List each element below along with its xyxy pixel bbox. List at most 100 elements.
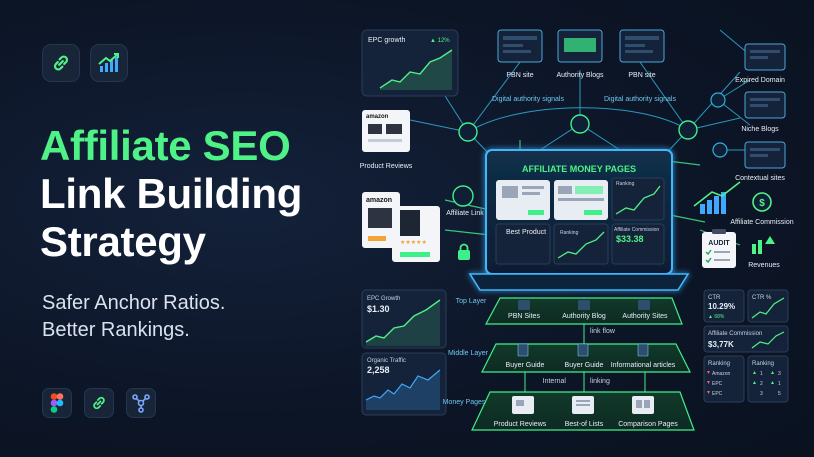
commission-bars: $ xyxy=(693,181,772,214)
ranking-2-right-2: 1 xyxy=(778,381,781,387)
ranking-2-title: Ranking xyxy=(752,361,774,367)
growth-chart-icon xyxy=(98,53,119,72)
top-site-label-1: PBN site xyxy=(506,72,533,79)
ranking-1-markers xyxy=(707,371,710,394)
top-layer-icons xyxy=(518,300,650,310)
reviews-label: Product Reviews xyxy=(360,163,413,170)
right-node-cards xyxy=(744,43,786,169)
commission-value: $33.38 xyxy=(616,234,644,244)
middle-layer-item-2: Buyer Guide xyxy=(565,362,604,369)
linking-label: linking xyxy=(590,378,610,385)
epc-card-title: EPC growth xyxy=(368,37,405,44)
commission-card-value: $3,77K xyxy=(708,340,734,349)
commission-card xyxy=(703,325,789,353)
link-icon-tile[interactable] xyxy=(42,44,80,82)
svg-text:$: $ xyxy=(759,198,765,209)
ctr-value: 10.29% xyxy=(708,302,735,311)
revenue-arrow-icon xyxy=(752,236,775,254)
layer-label-middle: Middle Layer xyxy=(448,350,489,357)
subheadline-line-1: Safer Anchor Ratios. xyxy=(42,292,226,314)
amazon-card-stars: ★★★★★ xyxy=(400,239,427,246)
ranking-2-markers xyxy=(753,371,774,384)
epc-growth-card-bottom xyxy=(361,289,447,349)
epc-bottom-value: $1.30 xyxy=(367,304,390,314)
ranking-2-row-1: 1 xyxy=(760,371,763,377)
product-reviews-card: amazon xyxy=(362,110,410,152)
top-site-label-2: Authority Blogs xyxy=(556,72,604,79)
money-page-tiles xyxy=(495,177,665,265)
layer-label-top: Top Layer xyxy=(456,298,487,305)
audit-label: AUDIT xyxy=(708,240,730,247)
link-icon xyxy=(53,55,69,71)
headline-line-1: Affiliate SEO xyxy=(40,122,291,169)
headline-line-2: Link Building xyxy=(40,170,303,217)
ranking-1-row-1: Amazon xyxy=(712,371,731,377)
ranking-1-title: Ranking xyxy=(708,361,730,367)
affiliate-link-label: Affiliate Link xyxy=(446,210,484,217)
money-pages-title: AFFILIATE MONEY PAGES xyxy=(522,164,636,174)
link-icon-tile-small[interactable] xyxy=(84,388,114,418)
money-tile-label-1: Ranking xyxy=(616,181,635,187)
subheadline-line-2: Better Rankings. xyxy=(42,319,190,341)
network-icon xyxy=(132,394,150,413)
dollar-icon xyxy=(752,192,772,212)
middle-layer-item-3: Informational articles xyxy=(611,362,676,369)
ctr-card xyxy=(703,289,745,323)
link-flow-label: link flow xyxy=(590,328,616,335)
middle-layer-icons xyxy=(517,343,649,357)
ranking-2-right-1: 3 xyxy=(778,371,781,377)
money-item-2: Best-of Lists xyxy=(565,421,604,428)
ctr-pct-title: CTR % xyxy=(752,295,772,301)
ctr-delta: ▲ 68% xyxy=(708,314,725,320)
epc-growth-card-top: EPC growth ▲ 12% xyxy=(361,29,459,97)
money-layer-icons xyxy=(512,396,654,414)
right-node-label-1: Expired Domain xyxy=(735,77,785,84)
top-layer-item-2: Authority Blog xyxy=(562,313,606,320)
ranking-2-right-3: 5 xyxy=(778,391,781,397)
epc-bottom-title: EPC Growth xyxy=(367,296,400,302)
money-item-3: Comparison Pages xyxy=(618,421,678,428)
signals-label-2: Digital authority signals xyxy=(604,96,676,103)
amazon-card-brand: amazon xyxy=(366,197,392,204)
epc-card-delta: ▲ 12% xyxy=(430,38,450,44)
ctr-title: CTR xyxy=(708,295,721,301)
lock-icon xyxy=(458,243,470,260)
money-item-1: Product Reviews xyxy=(494,421,547,428)
ranking-2-row-2: 2 xyxy=(760,381,763,387)
signals-label-1: Digital authority signals xyxy=(492,96,564,103)
ranking-card-1 xyxy=(703,355,745,403)
link-icon xyxy=(93,396,105,410)
figma-icon xyxy=(50,393,64,413)
ranking-1-row-3: EPC xyxy=(712,391,723,397)
right-node-label-2: Niche Blogs xyxy=(741,126,779,133)
traffic-title: Organic Traffic xyxy=(367,358,406,364)
top-site-label-3: PBN site xyxy=(628,72,655,79)
ranking-card-2 xyxy=(747,355,789,403)
flow-lines xyxy=(524,324,646,392)
network-icon-tile[interactable] xyxy=(126,388,156,418)
affiliate-commission-label: Affiliate Commission xyxy=(730,219,793,226)
money-tile-label-2: Best Product xyxy=(506,229,546,236)
middle-layer-item-1: Buyer Guide xyxy=(506,362,545,369)
ranking-2-row-3: 3 xyxy=(760,391,763,397)
right-node-label-3: Contextual sites xyxy=(735,175,785,182)
growth-chart-icon-tile[interactable] xyxy=(90,44,128,82)
top-layer-item-1: PBN Sites xyxy=(508,313,540,320)
reviews-brand: amazon xyxy=(366,114,389,120)
money-tile-label-4: Affiliate Commission xyxy=(614,227,659,233)
link-nodes xyxy=(452,92,728,207)
figma-icon-tile[interactable] xyxy=(42,388,72,418)
amazon-card: amazon ★★★★★ xyxy=(362,192,440,262)
layer-label-money: Money Pages xyxy=(443,399,486,406)
ctr-pct-card xyxy=(747,289,789,323)
internal-label: Internal xyxy=(543,378,567,385)
top-site-cards xyxy=(497,29,665,63)
revenues-label: Revenues xyxy=(748,262,780,269)
headline-line-3: Strategy xyxy=(40,218,206,265)
ranking-1-row-2: EPC xyxy=(712,381,723,387)
money-tile-label-3: Ranking xyxy=(560,230,579,236)
top-layer-item-3: Authority Sites xyxy=(622,313,668,320)
commission-card-title: Affiliate Commission xyxy=(708,331,762,337)
